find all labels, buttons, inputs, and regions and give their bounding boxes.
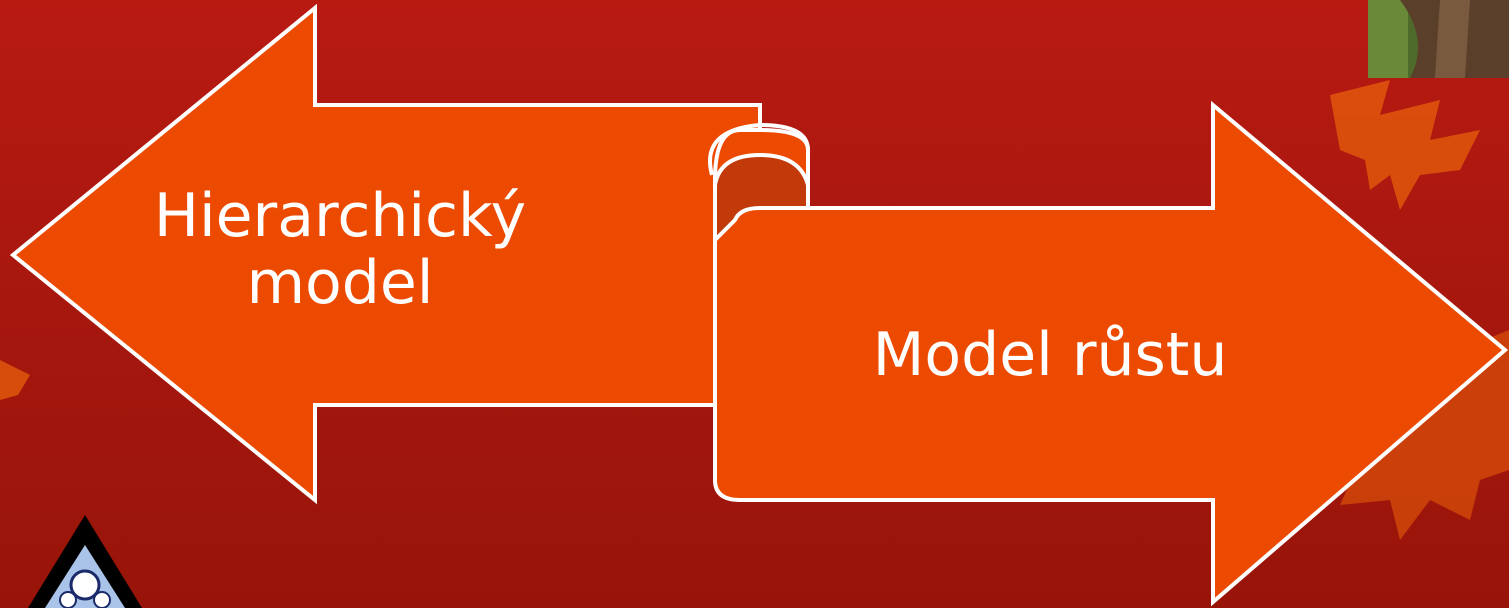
maple-leaf-left-edge-icon	[0, 360, 30, 400]
logo-triangle-icon	[28, 515, 142, 608]
scroll-top-curl	[708, 122, 810, 176]
scroll-curl-shape	[713, 153, 810, 242]
left-arrow-label-line1: Hierarchický	[153, 181, 527, 251]
maple-leaf-top-right-icon	[1330, 80, 1480, 210]
left-arrow-label-line2: model	[246, 248, 434, 318]
left-arrow-label: Hierarchický model	[140, 183, 540, 317]
left-arrow-shape	[9, 3, 762, 505]
tree-photo-image	[1368, 0, 1509, 78]
right-arrow-label: Model růstu	[872, 320, 1228, 390]
